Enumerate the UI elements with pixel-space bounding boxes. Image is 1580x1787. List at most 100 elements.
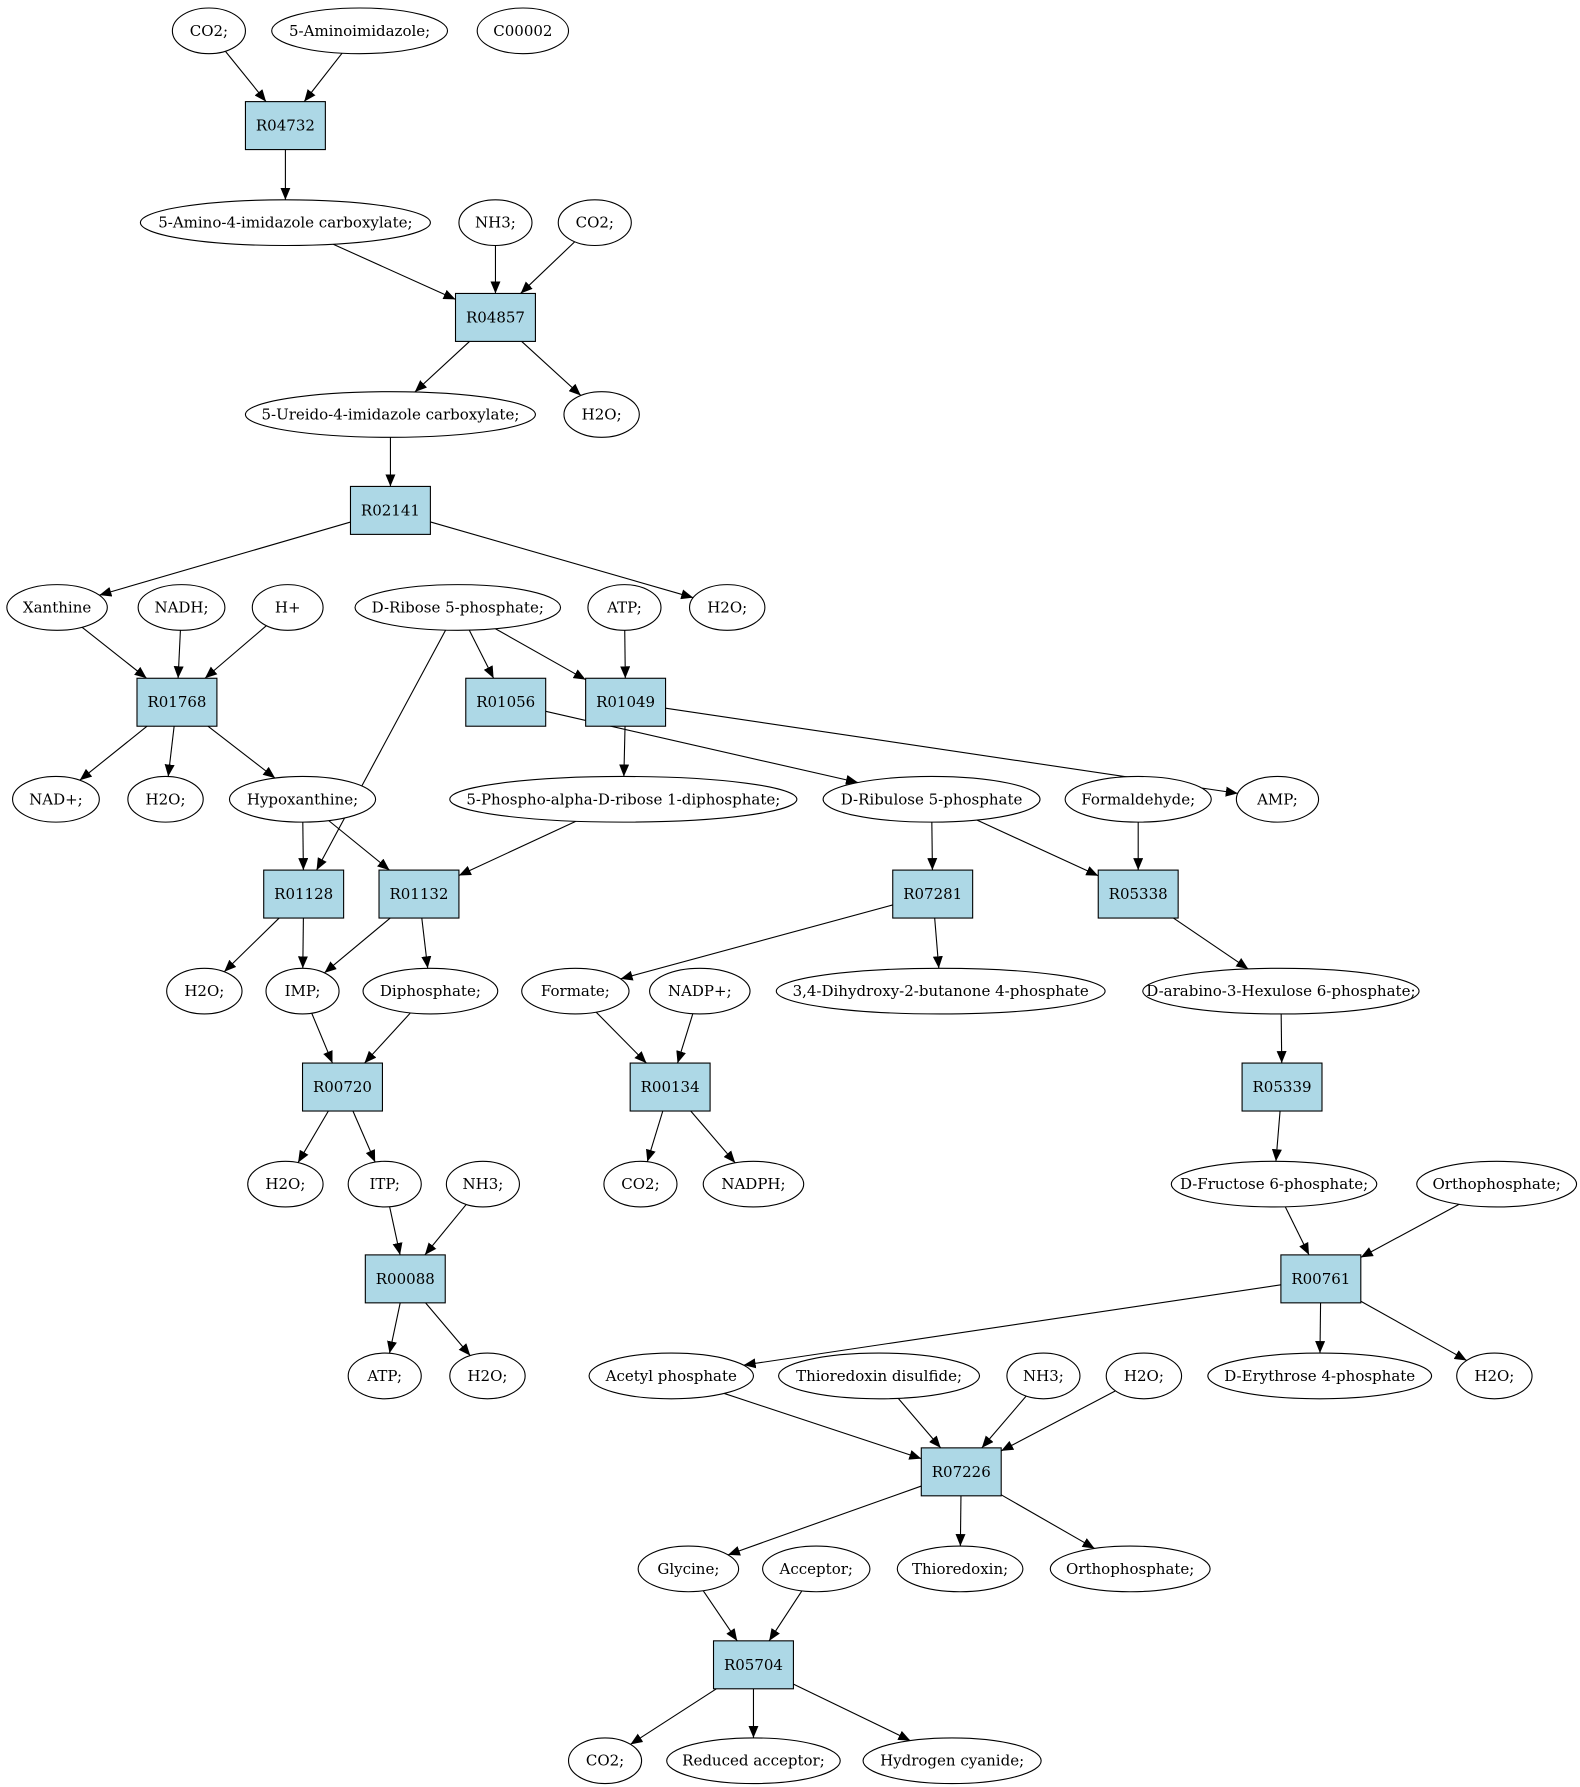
compound-node-aica[interactable]: 5-Amino-4-imidazole carboxylate; <box>139 199 431 247</box>
compound-ellipse <box>1416 1160 1578 1208</box>
compound-ellipse <box>1006 1352 1081 1400</box>
reaction-node-R01768[interactable]: R01768 <box>136 677 218 727</box>
edge-R07281-to-dhbp <box>932 918 943 969</box>
compound-label: Acetyl phosphate <box>605 1367 737 1385</box>
compound-node-atp_a[interactable]: ATP; <box>587 584 662 631</box>
compound-node-h2o_d[interactable]: H2O; <box>166 967 243 1015</box>
compound-node-hexulose[interactable]: D-arabino-3-Hexulose 6-phosphate; <box>1142 967 1420 1015</box>
reaction-label: R05704 <box>724 1656 783 1674</box>
reaction-node-R05339[interactable]: R05339 <box>1241 1062 1323 1112</box>
compound-node-f6p[interactable]: D-Fructose 6-phosphate; <box>1170 1160 1378 1208</box>
reaction-node-R01132[interactable]: R01132 <box>378 869 460 919</box>
edge-prpp-to-R01132 <box>458 820 577 877</box>
reaction-node-R07281[interactable]: R07281 <box>892 869 974 919</box>
reaction-node-R05338[interactable]: R05338 <box>1097 869 1179 919</box>
compound-node-xanthine[interactable]: Xanthine <box>6 584 108 631</box>
compound-ellipse <box>139 199 431 247</box>
compound-label: NH3; <box>1023 1367 1064 1385</box>
compound-node-co2_b[interactable]: CO2; <box>557 199 632 247</box>
compound-node-thioredoxin[interactable]: Thioredoxin; <box>896 1545 1024 1593</box>
reaction-node-R00088[interactable]: R00088 <box>364 1254 446 1304</box>
compound-node-reduced_acceptor[interactable]: Reduced acceptor; <box>666 1737 841 1785</box>
compound-node-thioredoxin_ss[interactable]: Thioredoxin disulfide; <box>778 1352 981 1400</box>
compound-ellipse <box>666 1737 841 1785</box>
edge-hypoxanthine-to-R01128 <box>298 822 309 871</box>
reaction-node-R01049[interactable]: R01049 <box>585 677 667 727</box>
compound-node-orthophosphate_a[interactable]: Orthophosphate; <box>1416 1160 1578 1208</box>
compound-node-co2_a[interactable]: CO2; <box>171 7 246 55</box>
compound-node-h2o_g[interactable]: H2O; <box>1105 1352 1183 1400</box>
compound-node-formaldehyde[interactable]: Formaldehyde; <box>1064 775 1212 823</box>
compound-label: Diphosphate; <box>380 982 481 1000</box>
edge-xanthine-to-R01768 <box>81 626 147 679</box>
edge-itp-to-R00088 <box>389 1206 403 1256</box>
compound-node-hplus[interactable]: H+ <box>251 584 324 631</box>
edge-acetylp-to-R07226 <box>723 1392 922 1460</box>
edge-R07281-to-formate <box>620 904 893 981</box>
compound-ellipse <box>445 1160 520 1208</box>
compound-node-ribulose5p[interactable]: D-Ribulose 5-phosphate <box>822 775 1041 823</box>
reaction-box <box>1097 869 1179 919</box>
edge-R05704-to-hcn <box>793 1683 911 1742</box>
compound-node-itp[interactable]: ITP; <box>347 1160 422 1208</box>
reaction-node-R05704[interactable]: R05704 <box>712 1640 794 1690</box>
compound-node-e4p[interactable]: D-Erythrose 4-phosphate <box>1207 1352 1433 1400</box>
compound-node-diphosphate[interactable]: Diphosphate; <box>362 967 499 1015</box>
compound-node-orthophosphate_b[interactable]: Orthophosphate; <box>1049 1545 1211 1593</box>
compound-label: D-Ribulose 5-phosphate <box>841 790 1023 808</box>
reaction-box <box>378 869 460 919</box>
compound-node-c00002[interactable]: C00002 <box>476 7 570 55</box>
compound-node-nadplus[interactable]: NAD+; <box>12 775 100 823</box>
compound-node-h2o_a[interactable]: H2O; <box>563 391 640 438</box>
compound-node-prpp[interactable]: 5-Phospho-alpha-D-ribose 1-diphosphate; <box>449 775 798 823</box>
reaction-node-R00134[interactable]: R00134 <box>629 1062 711 1112</box>
compound-node-atp_b[interactable]: ATP; <box>347 1352 422 1400</box>
reaction-node-R04857[interactable]: R04857 <box>454 292 536 342</box>
edge-R00134-to-co2_c <box>646 1110 664 1162</box>
compound-label: Xanthine <box>23 598 91 616</box>
compound-node-h2o_e[interactable]: H2O; <box>247 1160 324 1208</box>
reaction-label: R01132 <box>389 885 448 903</box>
reaction-node-R04732[interactable]: R04732 <box>244 101 326 151</box>
compound-node-nadpplus[interactable]: NADP+; <box>649 967 751 1015</box>
compound-node-amp[interactable]: AMP; <box>1235 775 1320 823</box>
reaction-node-R02141[interactable]: R02141 <box>349 485 431 535</box>
compound-label: 5-Aminoimidazole; <box>289 22 430 40</box>
compound-node-aminoimidazole[interactable]: 5-Aminoimidazole; <box>271 7 449 55</box>
compound-ellipse <box>449 775 798 823</box>
compound-node-h2o_c[interactable]: H2O; <box>127 775 204 823</box>
reaction-node-R00761[interactable]: R00761 <box>1280 1254 1362 1304</box>
compound-node-ureido[interactable]: 5-Ureido-4-imidazole carboxylate; <box>244 391 536 438</box>
edge-glycine-to-R05704 <box>702 1590 738 1642</box>
compound-node-dhbp[interactable]: 3,4-Dihydroxy-2-butanone 4-phosphate <box>775 967 1106 1015</box>
compound-node-nh3_a[interactable]: NH3; <box>458 199 533 247</box>
compound-node-nadph[interactable]: NADPH; <box>702 1160 805 1208</box>
reaction-node-R01056[interactable]: R01056 <box>465 677 547 727</box>
reaction-node-R01128[interactable]: R01128 <box>263 869 345 919</box>
compound-node-acceptor[interactable]: Acceptor; <box>762 1545 871 1593</box>
compound-ellipse <box>557 199 632 247</box>
compound-node-nh3_b[interactable]: NH3; <box>445 1160 520 1208</box>
compound-node-nh3_c[interactable]: NH3; <box>1006 1352 1081 1400</box>
compound-node-hypoxanthine[interactable]: Hypoxanthine; <box>228 775 377 823</box>
compound-node-hcn[interactable]: Hydrogen cyanide; <box>862 1737 1042 1785</box>
compound-node-nadh[interactable]: NADH; <box>137 584 226 631</box>
compound-label: NH3; <box>462 1175 503 1193</box>
compound-ellipse <box>822 775 1041 823</box>
compound-node-h2o_b[interactable]: H2O; <box>688 584 766 631</box>
compound-node-h2o_f[interactable]: H2O; <box>449 1352 526 1400</box>
compound-node-acetylp[interactable]: Acetyl phosphate <box>588 1352 755 1400</box>
reaction-node-R00720[interactable]: R00720 <box>301 1062 383 1112</box>
compound-node-r5p[interactable]: D-Ribose 5-phosphate; <box>354 584 562 631</box>
compound-node-imp[interactable]: IMP; <box>265 967 340 1015</box>
reaction-box <box>244 101 326 151</box>
compound-node-glycine[interactable]: Glycine; <box>637 1545 740 1593</box>
compound-node-co2_d[interactable]: CO2; <box>567 1737 643 1785</box>
compound-node-formate[interactable]: Formate; <box>521 967 630 1015</box>
reaction-label: R05338 <box>1109 885 1168 903</box>
compound-node-co2_c[interactable]: CO2; <box>603 1160 678 1208</box>
reaction-box <box>892 869 974 919</box>
compound-node-h2o_h[interactable]: H2O; <box>1456 1352 1533 1400</box>
reaction-node-R07226[interactable]: R07226 <box>920 1447 1002 1497</box>
compound-label: ATP; <box>366 1367 402 1385</box>
